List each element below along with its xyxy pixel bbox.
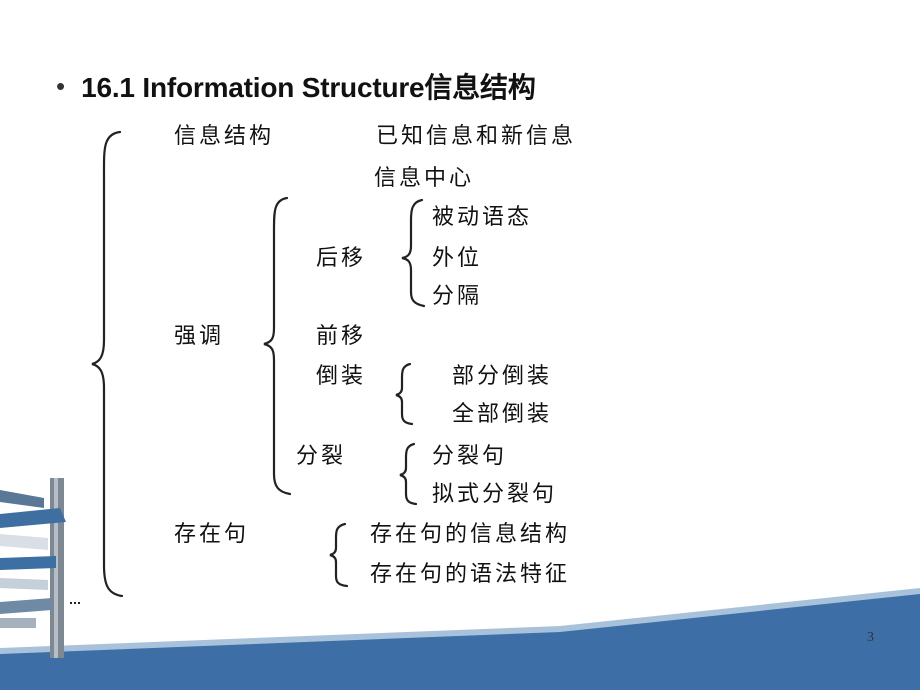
- emphasis-brace: [263, 196, 292, 496]
- node-pseudo-cleft: 拟式分裂句: [432, 482, 558, 507]
- node-partial-inversion: 部分倒装: [452, 364, 553, 389]
- slide-title: 16.1 Information Structure信息结构: [81, 72, 536, 103]
- bullet: •: [56, 70, 66, 101]
- node-prepose: 前移: [316, 324, 367, 349]
- postpose-brace: [401, 198, 426, 308]
- signpost-image: [0, 478, 80, 658]
- node-info-structure: 信息结构: [174, 124, 275, 149]
- node-cleft: 分裂: [296, 444, 347, 469]
- cleft-brace: [399, 442, 418, 506]
- node-cleft-sentence: 分裂句: [432, 444, 508, 469]
- node-emphasis: 强调: [174, 324, 225, 349]
- existential-brace: [329, 522, 349, 588]
- title-row: • 16.1 Information Structure信息结构: [56, 66, 536, 106]
- node-inversion: 倒装: [316, 364, 367, 389]
- node-existential-grammar: 存在句的语法特征: [370, 562, 571, 587]
- inversion-brace: [395, 362, 414, 426]
- node-info-focus: 信息中心: [374, 166, 475, 191]
- node-separation: 分隔: [432, 284, 483, 309]
- node-given-new-info: 已知信息和新信息: [376, 124, 577, 149]
- outer-brace: [91, 130, 124, 598]
- node-postpose: 后移: [316, 246, 367, 271]
- page-number: 3: [867, 630, 874, 645]
- node-full-inversion: 全部倒装: [452, 402, 553, 427]
- node-existential-info: 存在句的信息结构: [370, 522, 571, 547]
- node-passive-voice: 被动语态: [432, 205, 533, 230]
- node-extraposition: 外位: [432, 246, 483, 271]
- node-existential: 存在句: [174, 522, 250, 547]
